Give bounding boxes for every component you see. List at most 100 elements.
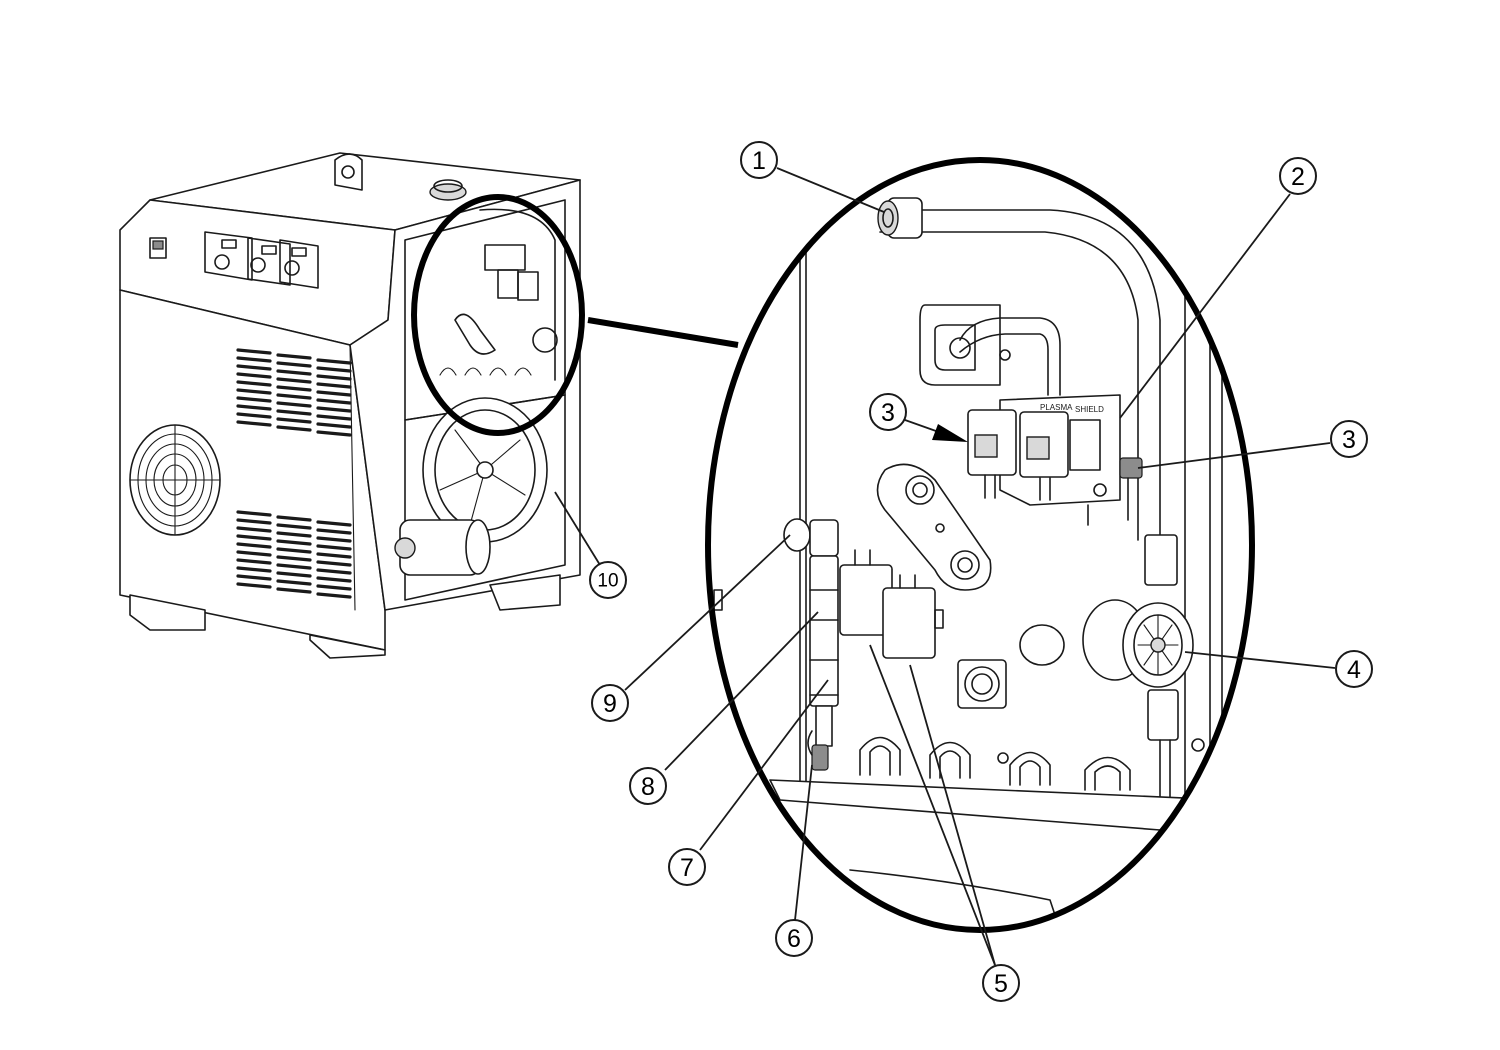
flow-sensor [1082,534,1194,801]
vent-slat [236,364,272,371]
vent-slat [316,592,352,599]
svg-text:3: 3 [1342,426,1356,454]
filter-assembly [783,518,839,771]
callout-5: 5 [982,964,1020,1002]
vent-slat [276,353,312,360]
vent-slat [236,526,272,533]
leader-lines [554,167,1336,966]
vent-slat [276,555,312,562]
vent-slat [276,369,312,376]
mini-valve-area [439,208,558,381]
solenoid-bracket [919,304,1061,396]
callout-4: 4 [1335,650,1373,688]
callout-10: 10 [589,561,627,599]
vent-slat [236,396,272,403]
arrowhead [932,424,968,442]
vent-slat [276,587,312,594]
vent-slat [316,382,352,389]
vent-slat [316,520,352,527]
detail-zoom-circle [705,157,1255,933]
vent-slat [276,579,312,586]
vent-slat [276,563,312,570]
vent-slat [276,523,312,530]
vent-slat [316,584,352,591]
vent-slat [276,417,312,424]
svg-text:5: 5 [994,970,1008,998]
plasma-label: PLASMA [1040,403,1073,412]
vent-slat [276,361,312,368]
vent-slat [276,393,312,400]
svg-text:3: 3 [881,399,895,427]
u-hoses [859,736,1131,791]
vent-slat [316,560,352,567]
svg-text:8: 8 [641,773,655,801]
foot-rear [489,574,561,611]
vent-grille-upper [236,348,352,437]
vent-slat [316,374,352,381]
vent-slat [316,430,352,437]
vent-slat [276,571,312,578]
vent-slat [276,401,312,408]
pump-motor [394,519,491,576]
vent-slat [276,425,312,432]
vent-slat [316,398,352,405]
zoom-connector [587,317,739,348]
vent-slat [236,404,272,411]
foot-left-front [129,594,206,631]
solenoid-valve-manifold: PLASMA SHIELD [967,394,1143,526]
vent-slat [316,536,352,543]
curved-bracket [876,463,992,591]
vent-slat [316,358,352,365]
detail-view-content: PLASMA SHIELD [708,160,1252,930]
callout-2: 2 [1279,157,1317,195]
svg-text:2: 2 [1291,163,1305,191]
callout-1: 1 [740,141,778,179]
vent-slat [276,385,312,392]
vent-slat [276,515,312,522]
vent-slat [236,566,272,573]
vent-slat [316,406,352,413]
vent-slat [316,422,352,429]
vent-slat [236,582,272,589]
vent-slat [236,558,272,565]
cabinet-unit [119,152,581,659]
cabinet-front [119,289,386,651]
vent-slat [236,412,272,419]
svg-text:7: 7 [680,854,694,882]
vent-slat [276,539,312,546]
vent-slat [316,552,352,559]
hose-fitting [877,197,923,239]
callout-8: 8 [629,767,667,805]
vent-slat [236,518,272,525]
vent-slat [236,380,272,387]
coolant-hose-arc [879,209,1161,541]
vent-slat [236,420,272,427]
zoom-source-circle [411,194,585,436]
vent-slat [276,377,312,384]
front-fan-grille [129,424,221,536]
svg-text:10: 10 [597,571,618,592]
vent-slat [236,542,272,549]
vent-slat [236,356,272,363]
vent-slat [236,372,272,379]
cpc-connector [957,659,1007,709]
vent-slat [316,544,352,551]
vent-slat [236,510,272,517]
shield-label: SHIELD [1075,405,1104,414]
vent-slat [236,574,272,581]
foot-right-front [309,634,386,659]
relays [839,549,944,659]
svg-text:6: 6 [787,925,801,953]
vent-slat [316,528,352,535]
cable-hole [1019,624,1065,666]
vent-slat [236,348,272,355]
vent-slat [276,531,312,538]
callout-7: 7 [668,848,706,886]
vent-slat [316,414,352,421]
relay-2 [882,587,936,659]
vent-slat [236,550,272,557]
vent-grille-lower [236,510,352,599]
lifting-eye [334,153,363,191]
